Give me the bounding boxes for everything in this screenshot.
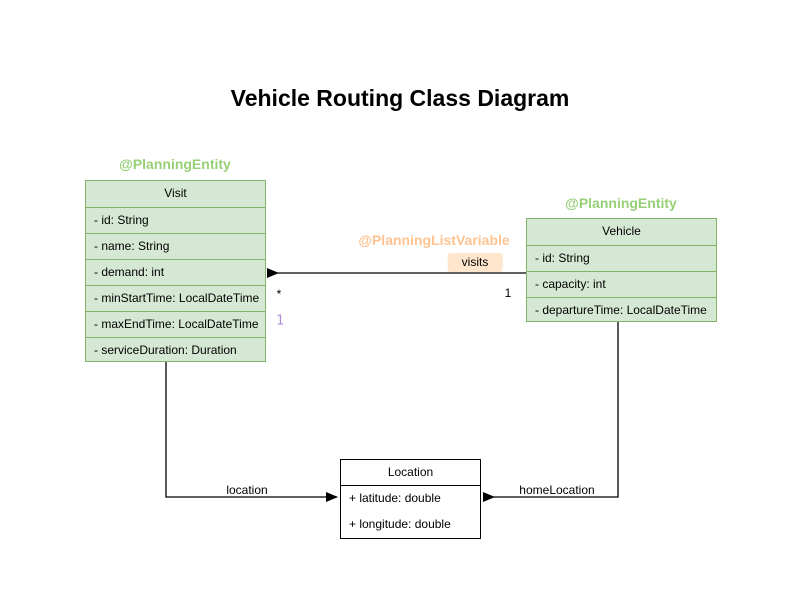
vehicle-planning-entity-annotation: @PlanningEntity — [565, 195, 677, 211]
visit-field-service-duration: - serviceDuration: Duration — [86, 337, 265, 363]
location-class-name: Location — [341, 460, 480, 486]
vehicle-class-box: Vehicle - id: String - capacity: int - d… — [526, 218, 717, 322]
visit-field-id: - id: String — [86, 207, 265, 233]
visit-planning-entity-annotation: @PlanningEntity — [119, 156, 231, 172]
location-field-longitude: + longitude: double — [349, 517, 451, 531]
diagram-title: Vehicle Routing Class Diagram — [230, 85, 570, 111]
planning-list-variable-annotation: @PlanningListVariable — [358, 232, 510, 248]
visits-target-multiplicity: * — [276, 287, 282, 301]
visit-class-name: Visit — [164, 186, 187, 200]
visits-index-label: 1 — [276, 313, 284, 329]
visit-field-max-end-time: - maxEndTime: LocalDateTime — [86, 311, 265, 337]
home-location-edge-label: homeLocation — [519, 483, 595, 497]
visit-field-min-start-time: - minStartTime: LocalDateTime — [86, 285, 265, 311]
vehicle-class-name: Vehicle — [602, 224, 641, 238]
home-location-edge-line — [483, 322, 619, 502]
visit-field-demand: - demand: int — [86, 259, 265, 285]
location-edge-line — [165, 362, 338, 502]
vehicle-field-departure-time: - departureTime: LocalDateTime — [527, 297, 716, 323]
vehicle-field-capacity: - capacity: int — [527, 271, 716, 297]
visit-class-box: Visit - id: String - name: String - dema… — [85, 180, 266, 362]
visits-edge-label: visits — [447, 253, 503, 272]
visits-source-multiplicity: 1 — [504, 286, 512, 300]
location-field-latitude: + latitude: double — [349, 491, 441, 505]
vehicle-field-id: - id: String — [527, 245, 716, 271]
visit-field-name: - name: String — [86, 233, 265, 259]
location-class-box: Location + latitude: double + longitude:… — [340, 459, 481, 539]
location-edge-label: location — [226, 483, 268, 497]
